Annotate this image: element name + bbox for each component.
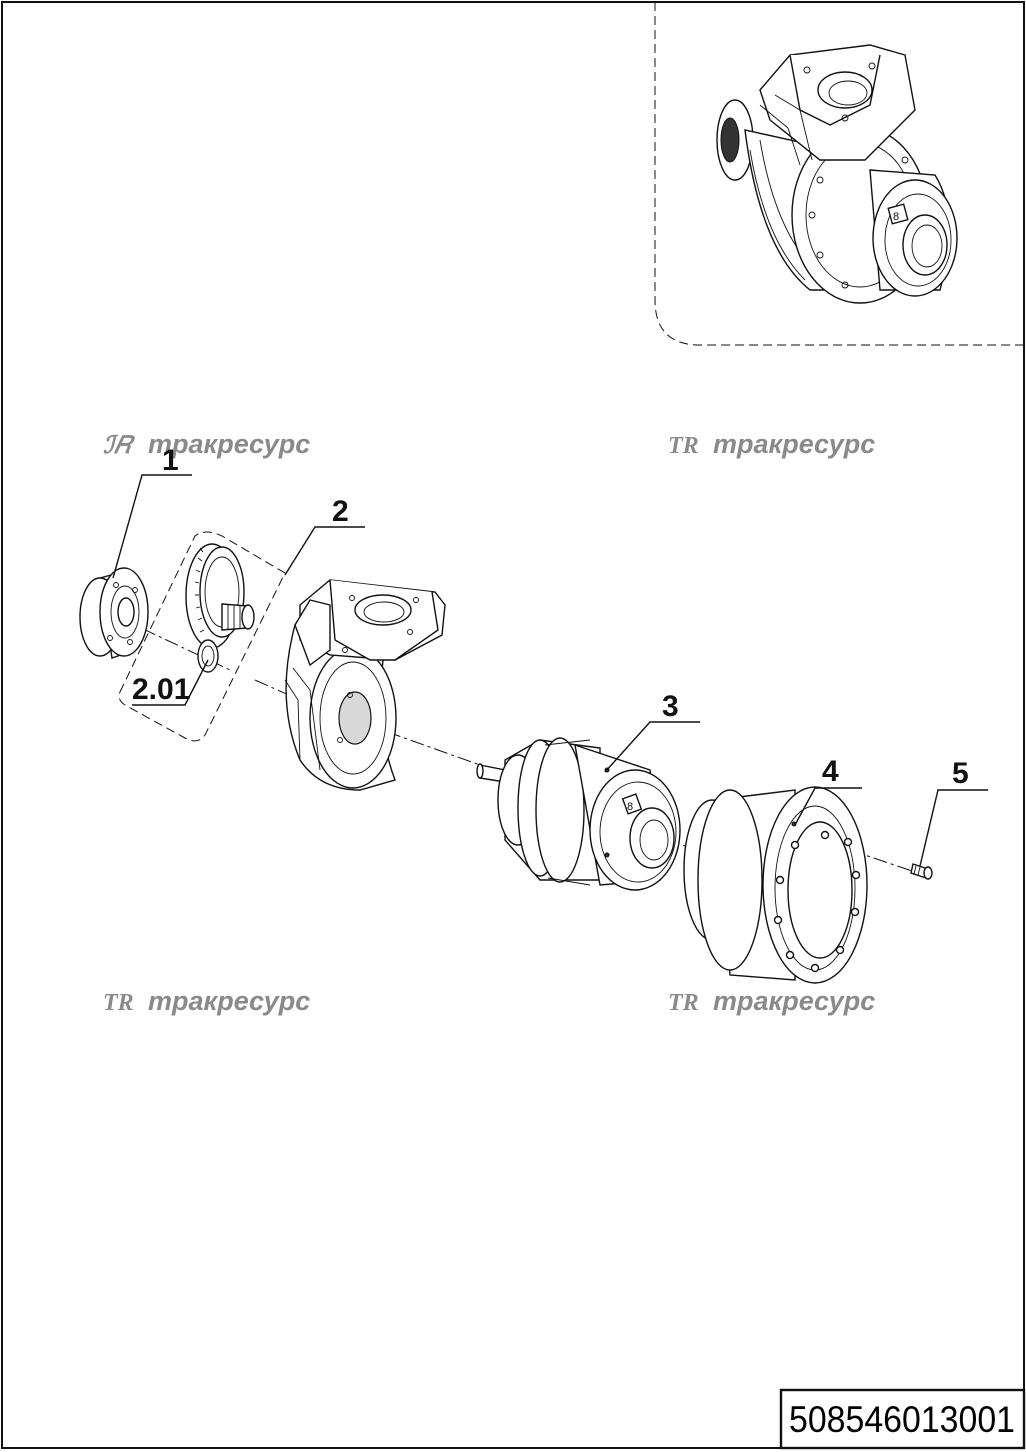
part-4-drum [683,786,868,984]
watermark-text: тракресурс [713,429,875,459]
callout-1: 1 [112,444,192,579]
part-1-flange [79,567,149,659]
assembly-axis-line [119,617,916,873]
inset-assembly-view: 8 [716,44,958,304]
callout-3-label: 3 [662,690,679,723]
document-number-box: 508546013001 [779,1388,1026,1450]
callout-4-label: 4 [822,755,839,788]
watermark-logo-text: TR [668,433,699,459]
callout-2: 2 [284,495,365,576]
svg-text:ℐ𝑅: ℐ𝑅 [103,433,135,459]
part-3-motor: 8 [476,737,681,891]
document-number: 508546013001 [789,1399,1015,1440]
callout-2-label: 2 [332,495,349,528]
watermark-logo-text: TR [668,990,699,1016]
watermark-text: тракресурс [148,429,310,459]
watermark-bottom-right: TR тракресурс [668,986,875,1016]
part-5-bolt [910,863,933,880]
callout-5: 5 [919,757,988,867]
callout-4: 4 [794,755,862,826]
inset-boundary [654,2,1024,346]
callout-2-01-label: 2.01 [132,673,190,706]
watermark-top-right: TR тракресурс [668,429,875,459]
inset-part-tag: 8 [893,211,899,223]
watermark-logo-text: TR [103,990,134,1016]
callout-2-01: 2.01 [132,659,209,706]
callout-3: 3 [604,690,700,773]
watermark-bottom-left: TR тракресурс [103,986,310,1016]
callout-5-label: 5 [952,757,969,790]
watermark-text: тракресурс [713,986,875,1016]
part-2-housing [284,579,446,791]
watermark-text: тракресурс [148,986,310,1016]
callout-1-label: 1 [162,444,179,477]
part-3-tag: 8 [627,801,633,813]
part-2-01-gear-assembly [118,531,286,742]
watermark-top-left: ℐ𝑅 TR тракресурс [103,429,310,459]
